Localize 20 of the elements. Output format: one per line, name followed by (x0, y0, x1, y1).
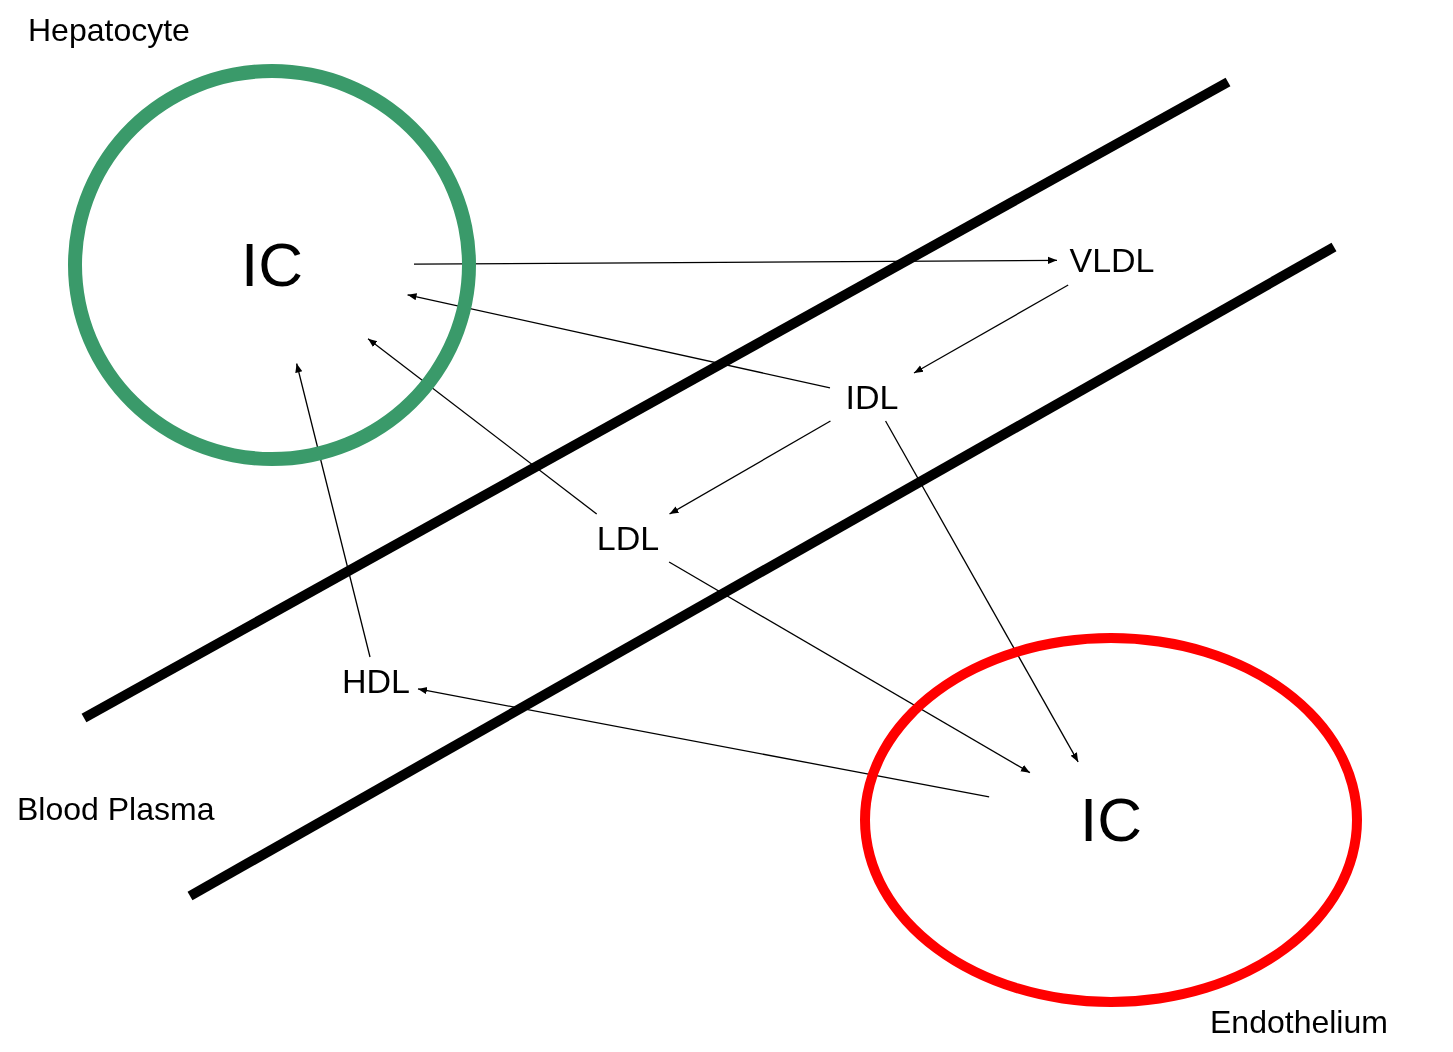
region-label: Blood Plasma (17, 793, 215, 825)
cell-circle (68, 64, 476, 466)
lipoprotein-label: VLDL (1069, 243, 1155, 277)
arrow (367, 338, 598, 515)
cell-circle (860, 633, 1362, 1007)
arrow (668, 420, 832, 515)
lipoprotein-label: IDL (845, 380, 899, 414)
arrow (406, 293, 831, 389)
arrow (913, 284, 1069, 374)
arrow (417, 687, 990, 798)
arrow (884, 420, 1079, 763)
arrow (668, 561, 1031, 774)
compartment-label: IC (241, 234, 303, 296)
arrow (413, 256, 1058, 265)
lipoprotein-label: HDL (342, 664, 410, 698)
region-label: Endothelium (1210, 1006, 1388, 1038)
arrow (295, 362, 371, 658)
compartment-label: IC (1080, 789, 1142, 851)
region-label: Hepatocyte (28, 14, 190, 46)
lipoprotein-label: LDL (596, 521, 660, 555)
